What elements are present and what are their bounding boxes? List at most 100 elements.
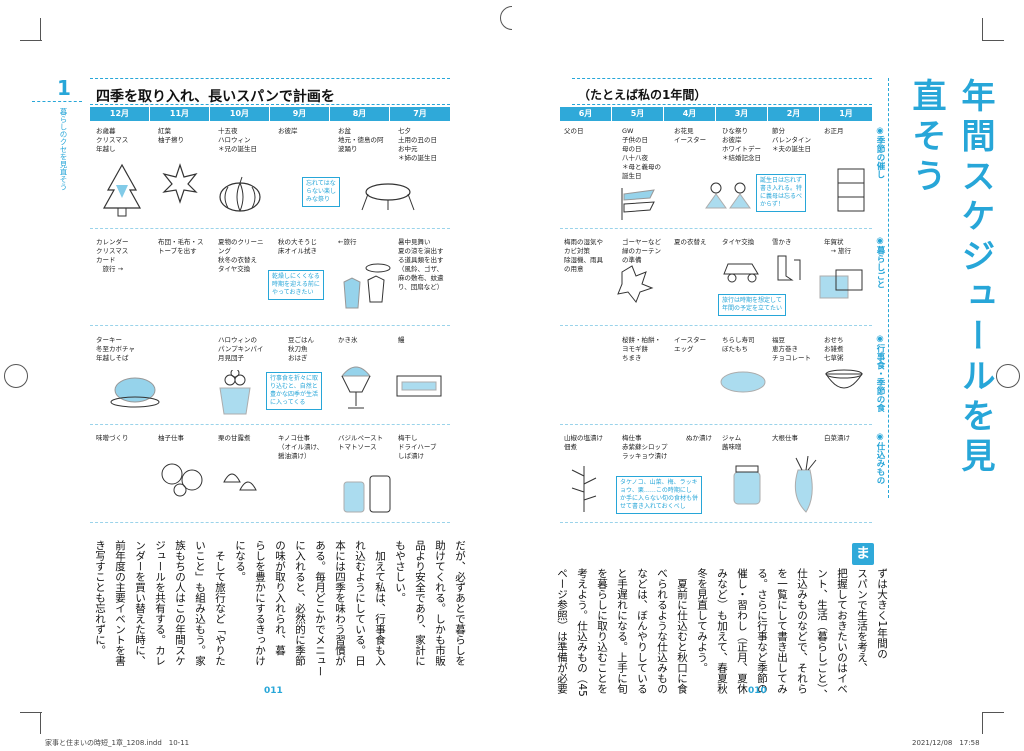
cell-prep: 梅仕事 赤紫蘇シロップ ラッキョウ漬け (622, 434, 668, 460)
note-dry-season: 乾燥しにくくなる 時期を迎える前に やっておきたい (268, 270, 324, 300)
crop-mark (982, 712, 1004, 713)
crop-mark (20, 40, 42, 41)
sansho-illustration (571, 466, 597, 512)
shaved-ice-illustration (340, 366, 372, 409)
daikon-illustration (794, 456, 817, 513)
cell-food: 鰻 (398, 336, 405, 344)
cell-event: お盆 地元・徳島の阿 波踊り (338, 127, 384, 153)
fan-illustration (361, 183, 415, 211)
title-rule-bottom (572, 104, 872, 105)
cell-event: お歳暮 クリスマス 年越し (96, 127, 129, 153)
section-title: 年間スケジュールを見直そう (906, 78, 995, 478)
month-label: 12月 (90, 107, 150, 121)
crop-mark (40, 712, 41, 734)
cell-chore: 夏物のクリーニ ング 秋冬の衣替え タイヤ交換 (218, 238, 264, 273)
cell-event: 紅葉 柚子擦り (158, 127, 184, 144)
note-birthdays: 誕生日は忘れず 書き入れる。特 に義母は忘るべ からず！ (756, 174, 807, 212)
cell-event: お正月 (824, 127, 844, 135)
month-label: 9月 (270, 107, 330, 121)
swimwear-illustration (343, 263, 391, 309)
page-number: 010 (748, 686, 767, 696)
month-header: 6月 5月 4月 3月 2月 1月 (560, 107, 872, 121)
title-rule-top (90, 78, 450, 79)
footer-filename: 家事と住まいの時短_1章_1208.indd 10-11 (45, 739, 190, 747)
title-rule-top (572, 78, 872, 79)
cell-event: お彼岸 (278, 127, 298, 135)
month-label: 10月 (210, 107, 270, 121)
cell-chore: 雪かき (772, 238, 792, 246)
pumpkin-illustration (219, 176, 261, 212)
cell-chore: カレンダー クリスマス カード 旅行 → (96, 238, 129, 273)
cell-event: 父の日 (564, 127, 584, 135)
body-text-right: ずは大きく1年間の スパンで生活を考え、 把握しておきたいのはイベ ント、生活（… (556, 568, 888, 700)
unagi-box-illustration (396, 375, 442, 397)
row-separator (560, 228, 872, 229)
cell-food: ちらし寿司 ぼたもち (722, 336, 755, 353)
category-household: ◉暮らしごと (875, 236, 885, 289)
goya-leaves-illustration (617, 265, 654, 303)
left-page: 1 暮らしのクセを見直そう 四季を取り入れ、長いスパンで計画を 12月 11月 … (0, 0, 524, 751)
month-label: 8月 (330, 107, 390, 121)
cell-chore: タイヤ交換 (722, 238, 755, 246)
cell-event: 節分 バレンタイン ＊夫の誕生日 (772, 127, 811, 153)
cell-food: 豆ごはん 秋刀魚 おはぎ (288, 336, 314, 362)
registration-mark (996, 364, 1020, 388)
cell-food: かき氷 (338, 336, 358, 344)
row-separator (560, 522, 872, 523)
title-rule-bottom (90, 104, 450, 105)
cell-prep: 栗の甘露煮 (218, 434, 251, 442)
cell-event: GW 子供の日 母の日 八十八夜 ＊母と義母の 誕生日 (622, 127, 661, 180)
christmas-tree-illustration (102, 163, 142, 217)
tsukimi-dango-illustration (219, 370, 251, 415)
month-header: 12月 11月 10月 9月 8月 7月 (90, 107, 450, 121)
note-festival: 忘れてはな らない楽し みな祭り (302, 177, 341, 207)
chapter-subtitle: 暮らしのクセを見直そう (59, 108, 68, 191)
cell-chore: 暑中見舞い 夏の涼を演出す る道具類を出す （風鈴、ゴザ、 麻の敷布、蚊遣 り、… (398, 238, 444, 291)
cell-prep: 味噌づくり (96, 434, 129, 442)
cell-chore: 秋の大そうじ 床オイル拭き (278, 238, 317, 255)
maple-leaf-illustration (162, 163, 198, 204)
crop-mark (40, 18, 41, 40)
cell-prep: 山椒の塩漬け 佃煮 (564, 434, 603, 451)
cell-chore: ←旅行 (338, 238, 357, 246)
crop-mark (982, 712, 983, 734)
cell-food: ターキー 冬至カボチャ 年越しそば (96, 336, 135, 362)
note-seasonal-ingredients: タケノコ、山菜、梅、ラッキ ョウ、栗……この時期にし か手に入らない旬の食材も併… (616, 476, 703, 514)
crop-mark (982, 18, 983, 40)
month-label: 3月 (716, 107, 768, 121)
cell-prep: ぬか漬け (686, 434, 712, 442)
footer-timestamp: 2021/12/08 17:58 (912, 739, 980, 747)
cell-prep: 梅干し ドライハーブ しば漬け (398, 434, 437, 460)
cell-food: 桜餅・柏餅・ ヨモギ餅 ちまき (622, 336, 661, 362)
row-separator (90, 228, 450, 229)
cell-chore: 年賀状 → 旅行 (824, 238, 852, 255)
month-label: 5月 (612, 107, 664, 121)
month-label: 1月 (820, 107, 872, 121)
month-label: 6月 (560, 107, 612, 121)
cell-chore: ゴーヤーなど 緑のカーテン の準備 (622, 238, 661, 264)
cell-chore: 夏の衣替え (674, 238, 707, 246)
registration-mark (4, 364, 28, 388)
chestnut-illustration (223, 473, 257, 491)
boots-illustration (777, 255, 801, 281)
chirashi-illustration (720, 371, 766, 393)
row-separator (560, 424, 872, 425)
month-label: 11月 (150, 107, 210, 121)
cell-prep: 白菜漬け (824, 434, 850, 442)
category-rule (888, 78, 889, 498)
koinobori-illustration (621, 188, 655, 220)
example-title: （たとえば私の1年間） (578, 88, 707, 102)
category-preserves: ◉仕込みもの (875, 432, 885, 485)
chapter-rule (32, 101, 82, 102)
cell-prep: ジャム 蕗味噌 (722, 434, 742, 451)
cell-food: ハロウィンの パンプキンパイ 月見団子 (218, 336, 264, 362)
cell-event: ひな祭り お彼岸 ホワイトデー ＊結婚記念日 (722, 127, 761, 162)
chapter-number: 1 (57, 76, 71, 100)
cell-prep: バジルペースト トマトソース (338, 434, 384, 451)
cell-prep: 大根仕事 (772, 434, 798, 442)
turkey-illustration (110, 377, 160, 408)
jars-illustration (343, 475, 391, 513)
cell-chore: 布団・毛布・ス トーブを出す (158, 238, 204, 255)
page-number: 011 (264, 686, 283, 696)
page-title: 四季を取り入れ、長いスパンで計画を (96, 89, 335, 105)
